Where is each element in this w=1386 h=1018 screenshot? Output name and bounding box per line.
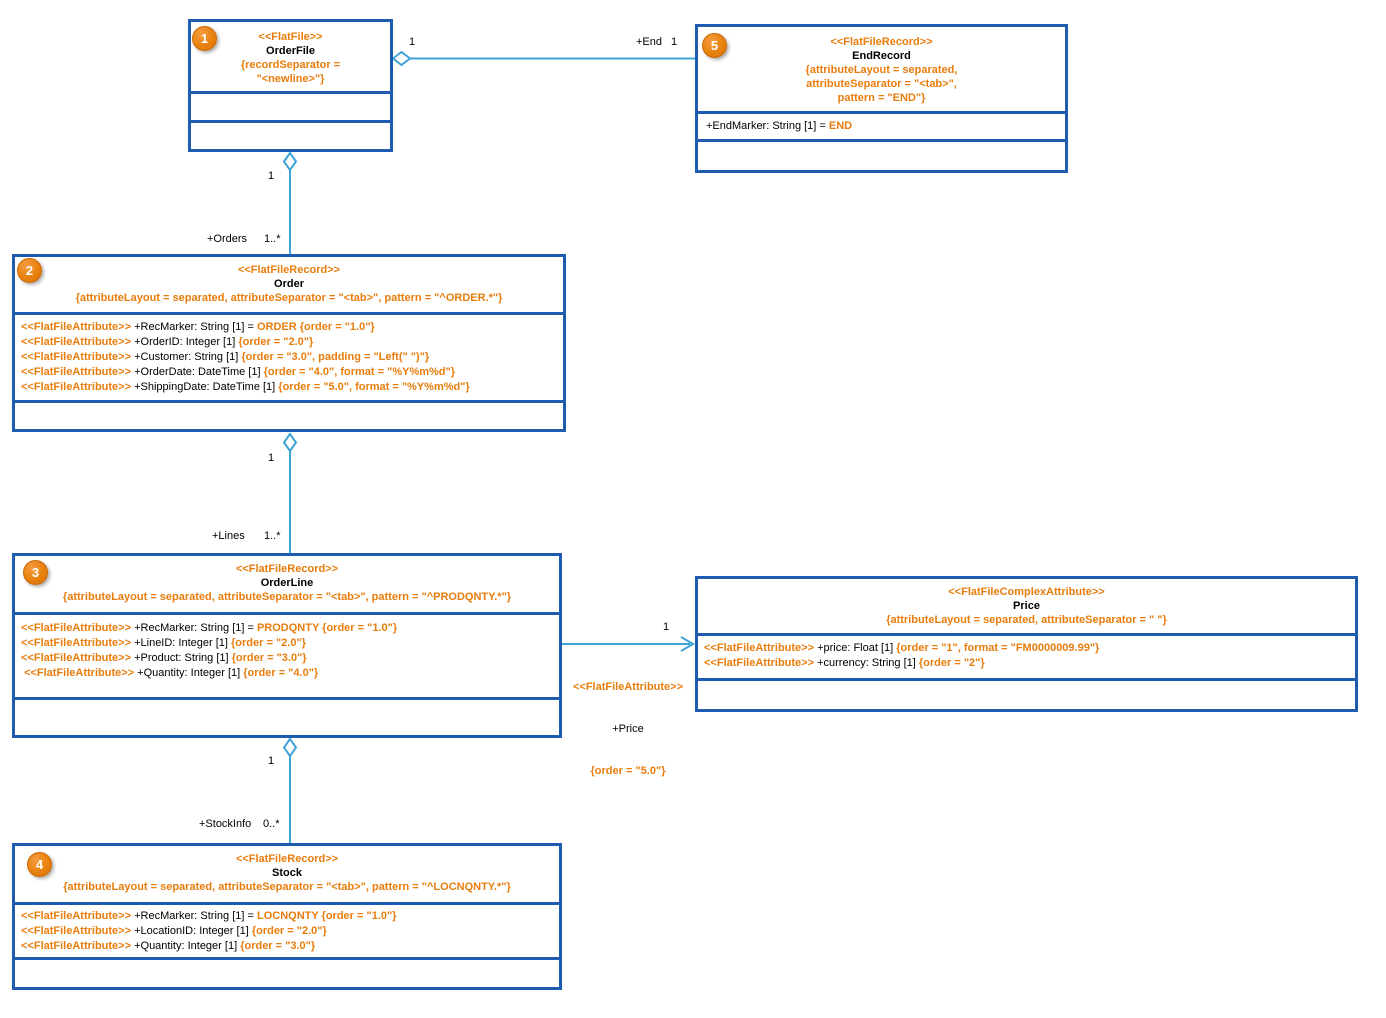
class-constraint: {attributeLayout = separated, attributeS… [805, 64, 958, 104]
multiplicity-label: 1 [268, 170, 275, 182]
association-attribute-label: <<FlatFileAttribute>> +Price {order = "5… [562, 652, 694, 806]
attribute-row: <<FlatFileAttribute>> +OrderID: Integer … [21, 336, 314, 348]
arrowhead-icon [680, 636, 695, 652]
multiplicity-label: 1 [268, 452, 275, 464]
aggregation-diamond-icon[interactable] [282, 432, 298, 453]
attribute-row: <<FlatFileAttribute>> +currency: String … [704, 657, 985, 669]
multiplicity-label: 1..* [264, 530, 281, 542]
multiplicity-label: 1 [268, 755, 275, 767]
edge-constraint: {order = "5.0"} [590, 765, 666, 777]
role-label: +Lines [212, 530, 245, 542]
class-box-stock[interactable]: <<FlatFileRecord>> Stock {attributeLayou… [12, 843, 562, 990]
callout-badge-5: 5 [702, 33, 727, 58]
multiplicity-label: 1 [671, 36, 678, 48]
aggregation-diamond-icon[interactable] [391, 50, 412, 67]
multiplicity-label: 1..* [264, 233, 281, 245]
class-box-orderline[interactable]: <<FlatFileRecord>> OrderLine {attributeL… [12, 553, 562, 738]
operations-compartment [15, 697, 559, 735]
class-stereotype: <<FlatFileRecord>> [830, 36, 933, 48]
attribute-row: <<FlatFileAttribute>> +OrderDate: DateTi… [21, 366, 456, 378]
attribute-row: <<FlatFileAttribute>> +LineID: Integer [… [21, 637, 306, 649]
class-header: <<FlatFile>> OrderFile {recordSeparator … [191, 22, 390, 91]
attribute-row: <<FlatFileAttribute>> +RecMarker: String… [21, 910, 397, 922]
class-constraint: {attributeLayout = separated, attributeS… [886, 614, 1167, 626]
callout-badge-4: 4 [27, 852, 52, 877]
operations-compartment [698, 678, 1355, 709]
multiplicity-label: 0..* [263, 818, 280, 830]
class-stereotype: <<FlatFileRecord>> [235, 563, 339, 575]
operations-compartment [698, 139, 1065, 170]
class-header: <<FlatFileRecord>> OrderLine {attributeL… [15, 556, 559, 612]
attribute-row: <<FlatFileAttribute>> +Quantity: Integer… [24, 667, 319, 679]
role-label: +StockInfo [199, 818, 252, 830]
class-box-orderfile[interactable]: <<FlatFile>> OrderFile {recordSeparator … [188, 19, 393, 152]
class-name: Price [1013, 600, 1040, 612]
aggregation-diamond-icon[interactable] [282, 737, 298, 758]
attribute-row: <<FlatFileAttribute>> +Customer: String … [21, 351, 430, 363]
class-header: <<FlatFileRecord>> Order {attributeLayou… [15, 257, 563, 312]
attribute-row: <<FlatFileAttribute>> +LocationID: Integ… [21, 925, 327, 937]
attribute-row: <<FlatFileAttribute>> +ShippingDate: Dat… [21, 381, 470, 393]
class-box-endrecord[interactable]: <<FlatFileRecord>> EndRecord {attributeL… [695, 24, 1068, 173]
class-stereotype: <<FlatFile>> [258, 31, 323, 43]
attributes-compartment: <<FlatFileAttribute>> +RecMarker: String… [15, 902, 559, 957]
class-header: <<FlatFileRecord>> Stock {attributeLayou… [15, 846, 559, 902]
callout-badge-2: 2 [17, 258, 42, 283]
class-constraint: {attributeLayout = separated, attributeS… [75, 292, 503, 304]
class-constraint: {attributeLayout = separated, attributeS… [62, 591, 512, 603]
class-name: OrderLine [260, 577, 314, 589]
attribute-row: <<FlatFileAttribute>> +RecMarker: String… [21, 321, 375, 333]
attributes-compartment: <<FlatFileAttribute>> +RecMarker: String… [15, 312, 563, 400]
role-label: +End [636, 36, 662, 48]
attribute-row: +EndMarker: String [1] = END [706, 120, 853, 132]
multiplicity-label: 1 [663, 621, 670, 633]
class-stereotype: <<FlatFileRecord>> [235, 853, 339, 865]
callout-badge-1: 1 [192, 26, 217, 51]
class-stereotype: <<FlatFileComplexAttribute>> [948, 586, 1105, 598]
class-constraint: {attributeLayout = separated, attributeS… [63, 881, 511, 893]
class-name: Stock [272, 867, 302, 879]
class-box-order[interactable]: <<FlatFileRecord>> Order {attributeLayou… [12, 254, 566, 432]
attribute-row: <<FlatFileAttribute>> +RecMarker: String… [21, 622, 398, 634]
class-name: OrderFile [266, 45, 315, 57]
multiplicity-label: 1 [409, 36, 416, 48]
attributes-compartment: <<FlatFileAttribute>> +price: Float [1] … [698, 633, 1355, 678]
operations-compartment [15, 957, 559, 987]
callout-badge-3: 3 [23, 560, 48, 585]
edge-role: +Price [612, 723, 644, 735]
class-header: <<FlatFileRecord>> EndRecord {attributeL… [698, 27, 1065, 111]
edge-stereotype: <<FlatFileAttribute>> [572, 681, 684, 693]
role-label: +Orders [207, 233, 248, 245]
class-name: EndRecord [852, 50, 911, 62]
operations-compartment [191, 120, 390, 149]
class-constraint: {recordSeparator = "<newline>"} [240, 59, 341, 85]
attribute-row: <<FlatFileAttribute>> +Product: String [… [21, 652, 307, 664]
attributes-compartment [191, 91, 390, 120]
operations-compartment [15, 400, 563, 429]
attributes-compartment: <<FlatFileAttribute>> +RecMarker: String… [15, 612, 559, 697]
class-name: Order [274, 278, 304, 290]
aggregation-diamond-icon[interactable] [282, 151, 298, 172]
class-stereotype: <<FlatFileRecord>> [237, 264, 341, 276]
class-box-price[interactable]: <<FlatFileComplexAttribute>> Price {attr… [695, 576, 1358, 712]
attribute-row: <<FlatFileAttribute>> +price: Float [1] … [704, 642, 1100, 654]
attributes-compartment: +EndMarker: String [1] = END [698, 111, 1065, 139]
class-header: <<FlatFileComplexAttribute>> Price {attr… [698, 579, 1355, 633]
attribute-row: <<FlatFileAttribute>> +Quantity: Integer… [21, 940, 316, 952]
